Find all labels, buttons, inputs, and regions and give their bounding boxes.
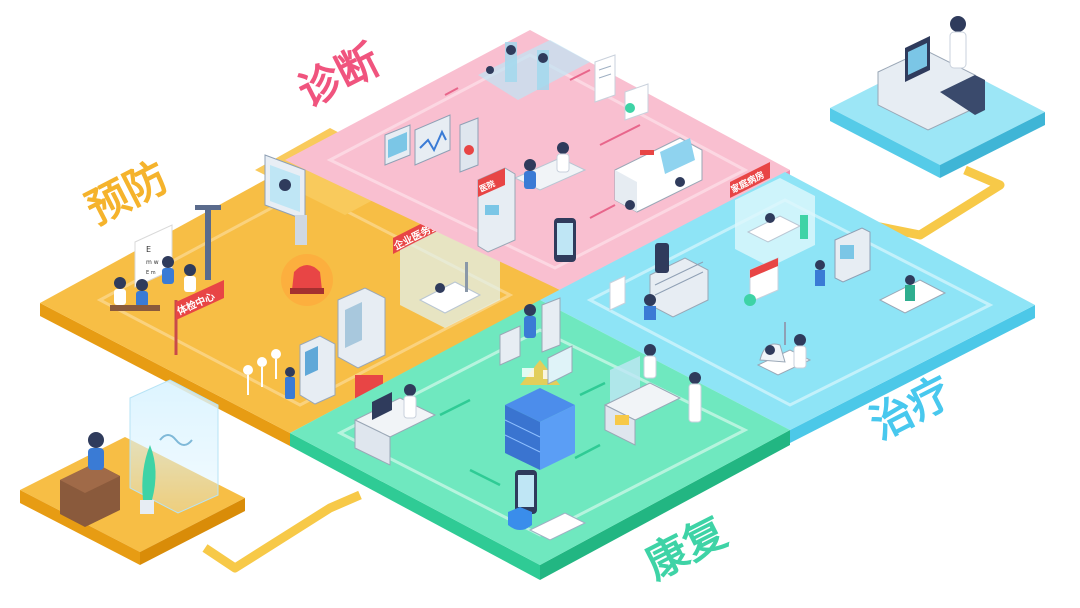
mobile-shield-icon bbox=[508, 470, 587, 541]
svg-text:E: E bbox=[146, 245, 151, 254]
alarm-siren-icon bbox=[281, 254, 333, 306]
medical-devices bbox=[384, 114, 479, 173]
home-platform bbox=[20, 379, 245, 565]
scan-figures bbox=[478, 40, 590, 100]
smartphone-icon bbox=[554, 218, 576, 262]
treatment-floor bbox=[540, 172, 1035, 430]
rehab-floor-side-right bbox=[540, 430, 790, 580]
rehab-desk-right bbox=[603, 344, 702, 446]
diagnosis-title: 诊断 bbox=[290, 35, 387, 117]
street-lamps bbox=[243, 349, 281, 395]
ward-room bbox=[735, 178, 815, 267]
rehab-devices bbox=[499, 297, 573, 385]
data-server-icon bbox=[504, 360, 575, 470]
treatment-floor-side bbox=[790, 305, 1035, 443]
calendar-icon bbox=[744, 257, 779, 306]
connector-lines bbox=[202, 165, 1005, 573]
rehab-floor-side-left bbox=[290, 433, 540, 580]
office-platform bbox=[830, 16, 1045, 178]
rehab-desk-left bbox=[353, 384, 437, 466]
medical-documents bbox=[594, 54, 649, 121]
svg-text:m w: m w bbox=[146, 259, 159, 266]
prevention-floor-side bbox=[40, 303, 290, 446]
treatment-zone: 家庭病房 bbox=[540, 162, 1035, 449]
dental-chair bbox=[756, 322, 812, 376]
svg-text:E m: E m bbox=[146, 270, 156, 276]
hospital-kiosk: 医院 bbox=[477, 167, 516, 253]
pharmacy-shelf bbox=[609, 243, 709, 320]
treatment-equipment bbox=[815, 227, 947, 314]
doctor-consult bbox=[513, 142, 587, 191]
checkup-people bbox=[110, 256, 196, 311]
kiosk-machines bbox=[285, 287, 386, 405]
ambulance-icon bbox=[614, 137, 703, 213]
prevention-title: 预防 bbox=[78, 152, 175, 234]
video-monitor bbox=[264, 154, 307, 245]
diagnosis-floor bbox=[285, 30, 790, 290]
